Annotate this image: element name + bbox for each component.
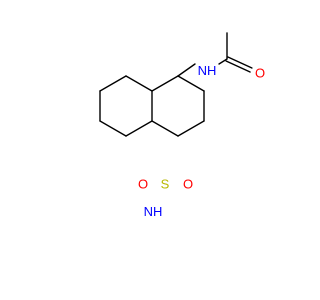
- bond-right-ring-2: [177, 120, 205, 137]
- bond-n1-carbonyl: [218, 58, 228, 65]
- atom-label-layer: NH O S O O NH: [138, 63, 265, 219]
- bond-right-ring-3: [151, 120, 179, 137]
- bond-carbonyl-oxygen-b: [227, 56, 253, 69]
- bond-left-ring-0: [125, 75, 153, 92]
- bond-layer: [99, 32, 253, 137]
- carbonyl-oxygen-label: O: [255, 66, 265, 81]
- sulfur-label: S: [161, 177, 170, 192]
- bond-left-ring-3: [99, 120, 127, 137]
- bond-right-ring-5: [151, 75, 179, 92]
- amide-nitrogen-label: NH: [198, 63, 217, 78]
- bond-left-ring-1: [99, 75, 127, 92]
- bond-left-ring-4: [125, 120, 153, 137]
- molecule-drawing: NH O S O O NH: [99, 32, 265, 219]
- bond-carbonyl-oxygen-a: [225, 60, 251, 73]
- sulfonyl-oxygen-right-label: O: [183, 177, 193, 192]
- sulfonamide-nitrogen-label: NH: [144, 204, 163, 219]
- sulfonyl-oxygen-left-label: O: [138, 177, 148, 192]
- bond-right-ring-0: [177, 75, 205, 92]
- structure-canvas: NH O S O O NH: [99, 32, 265, 219]
- bond-n1-ring: [177, 63, 196, 77]
